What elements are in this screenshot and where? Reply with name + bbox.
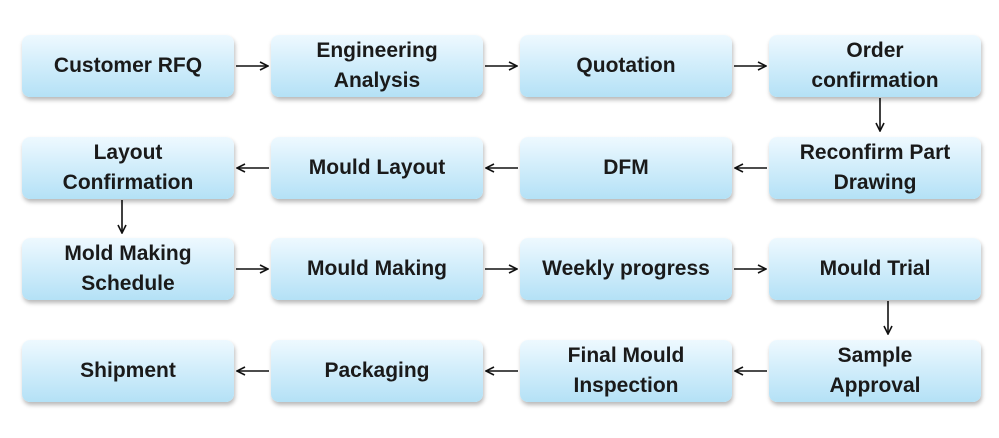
step-label: Mold Making Schedule xyxy=(64,242,192,295)
step-final-mould-inspection: Final Mould Inspection xyxy=(520,340,732,402)
step-label: Mould Making xyxy=(307,257,447,280)
step-packaging: Packaging xyxy=(271,340,483,402)
step-quotation: Quotation xyxy=(520,35,732,97)
step-sample-approval: Sample Approval xyxy=(769,340,981,402)
step-shipment: Shipment xyxy=(22,340,234,402)
step-label: Engineering Analysis xyxy=(316,39,438,92)
step-mold-making-schedule: Mold Making Schedule xyxy=(22,238,234,300)
step-label: Mould Layout xyxy=(308,156,446,179)
step-label: Layout Confirmation xyxy=(62,141,194,194)
step-reconfirm-part-drawing: Reconfirm Part Drawing xyxy=(769,137,981,199)
step-label: Customer RFQ xyxy=(53,54,203,77)
step-weekly-progress: Weekly progress xyxy=(520,238,732,300)
step-mould-trial: Mould Trial xyxy=(769,238,981,300)
step-label: DFM xyxy=(603,156,649,179)
step-label: Sample Approval xyxy=(829,344,921,397)
step-order-confirmation: Order confirmation xyxy=(769,35,981,97)
step-label: Packaging xyxy=(324,359,430,382)
step-label: Quotation xyxy=(576,54,676,77)
step-mould-layout: Mould Layout xyxy=(271,137,483,199)
step-layout-confirmation: Layout Confirmation xyxy=(22,137,234,199)
step-label: Shipment xyxy=(80,359,176,382)
step-label: Mould Trial xyxy=(819,257,931,280)
step-customer-rfq: Customer RFQ xyxy=(22,35,234,97)
step-label: Order confirmation xyxy=(811,39,939,92)
step-dfm: DFM xyxy=(520,137,732,199)
step-label: Final Mould Inspection xyxy=(567,344,685,397)
step-label: Reconfirm Part Drawing xyxy=(799,141,951,194)
step-engineering-analysis: Engineering Analysis xyxy=(271,35,483,97)
step-label: Weekly progress xyxy=(542,257,710,280)
step-mould-making: Mould Making xyxy=(271,238,483,300)
